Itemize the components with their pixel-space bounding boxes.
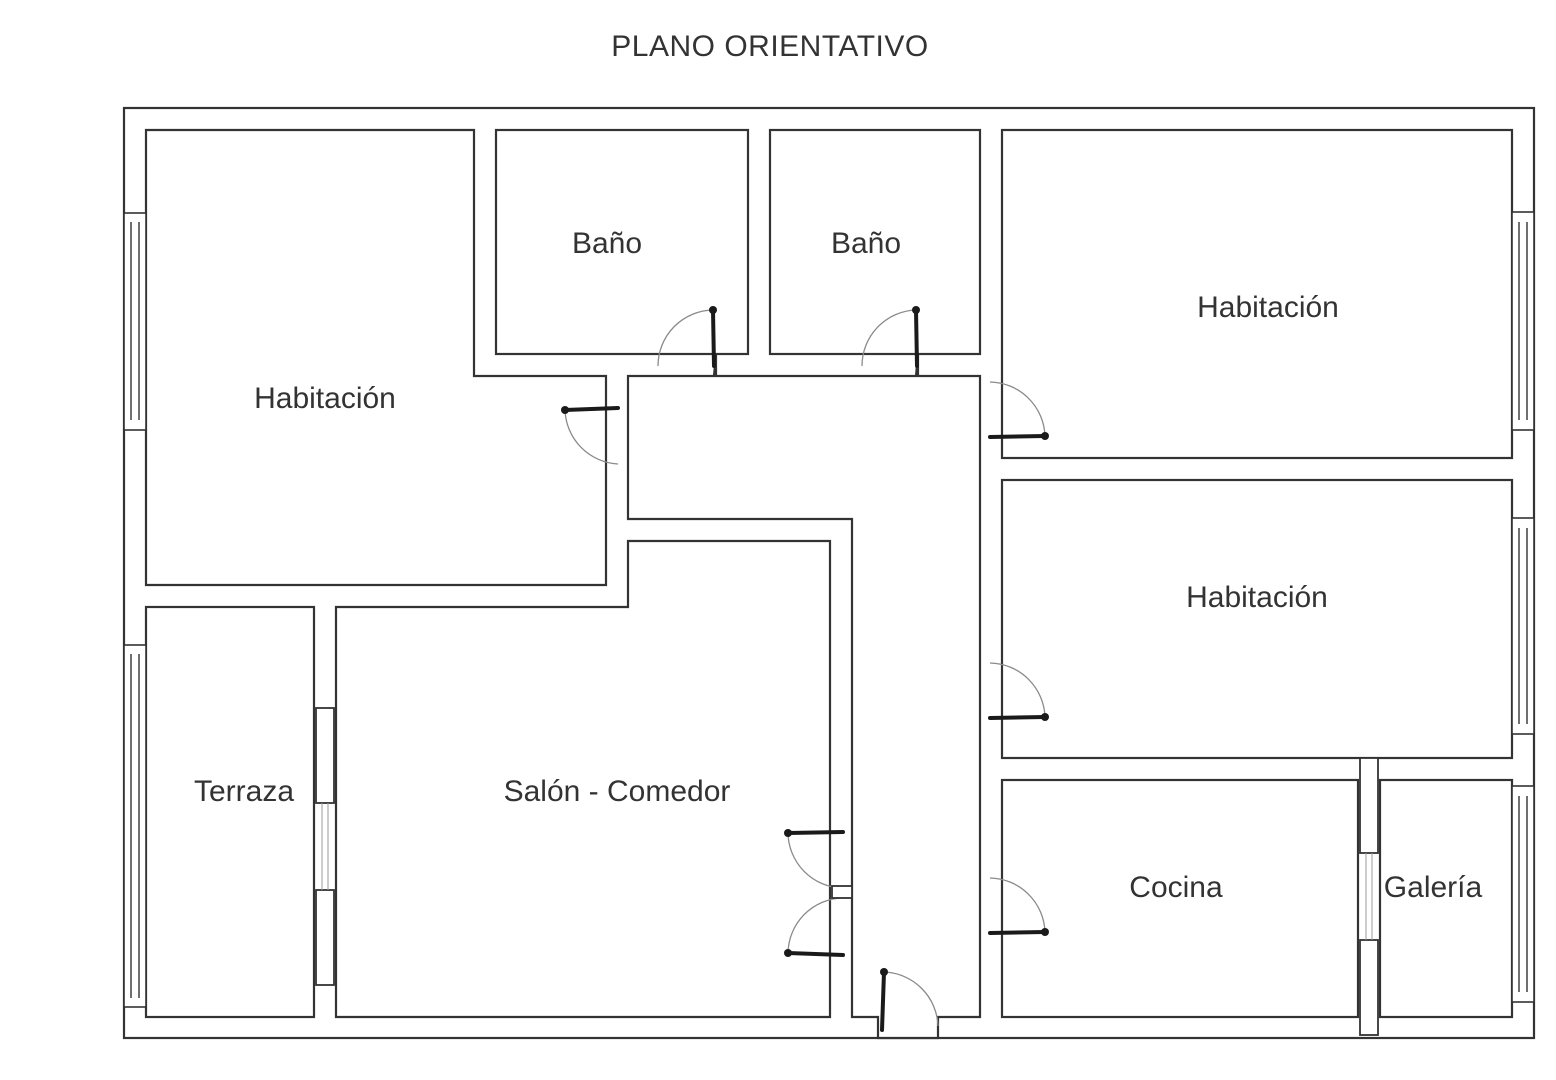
door-stopper (831, 885, 853, 899)
door-habitacion-top-right (988, 381, 1049, 440)
room-habitacion-mid-right (1000, 478, 1514, 760)
window-habitacion-mid-right (1511, 517, 1535, 735)
room-habitacion-left (144, 128, 608, 587)
window-habitacion-top-right (1511, 211, 1535, 431)
label-cocina: Cocina (1129, 871, 1223, 904)
label-bano-2: Baño (831, 227, 901, 260)
label-habitacion-mid-right: Habitación (1186, 581, 1328, 614)
door-entrance (880, 968, 939, 1032)
room-cocina (1000, 778, 1360, 1019)
label-salon-comedor: Salón - Comedor (504, 775, 731, 808)
room-bano-2 (768, 128, 982, 356)
sliding-door-galeria (1359, 757, 1379, 1036)
room-bano-1 (494, 128, 750, 356)
door-bano-2 (861, 306, 920, 368)
label-habitacion-left: Habitación (254, 382, 396, 415)
window-terraza (123, 644, 147, 1008)
window-galeria (1511, 785, 1535, 1003)
label-terraza: Terraza (194, 775, 294, 808)
room-terraza (144, 605, 316, 1019)
label-galeria: Galería (1384, 871, 1483, 904)
sliding-doors (315, 707, 1379, 1036)
page-title: PLANO ORIENTATIVO (611, 30, 929, 63)
room-galeria (1378, 778, 1514, 1019)
room-labels: Habitación Baño Baño Habitación Habitaci… (194, 227, 1483, 904)
door-salon-lower (784, 897, 845, 957)
label-habitacion-top-right: Habitación (1197, 291, 1339, 324)
rooms (144, 128, 1514, 1040)
label-bano-1: Baño (572, 227, 642, 260)
door-cocina (988, 877, 1049, 936)
window-habitacion-left (123, 212, 147, 431)
door-habitacion-left (561, 406, 620, 465)
door-bano-1 (657, 306, 717, 368)
sliding-door-terraza (315, 707, 335, 986)
door-habitacion-mid-right (988, 662, 1049, 721)
windows (123, 211, 1535, 1008)
doors (561, 306, 1049, 1032)
room-salon-comedor (334, 539, 832, 1019)
